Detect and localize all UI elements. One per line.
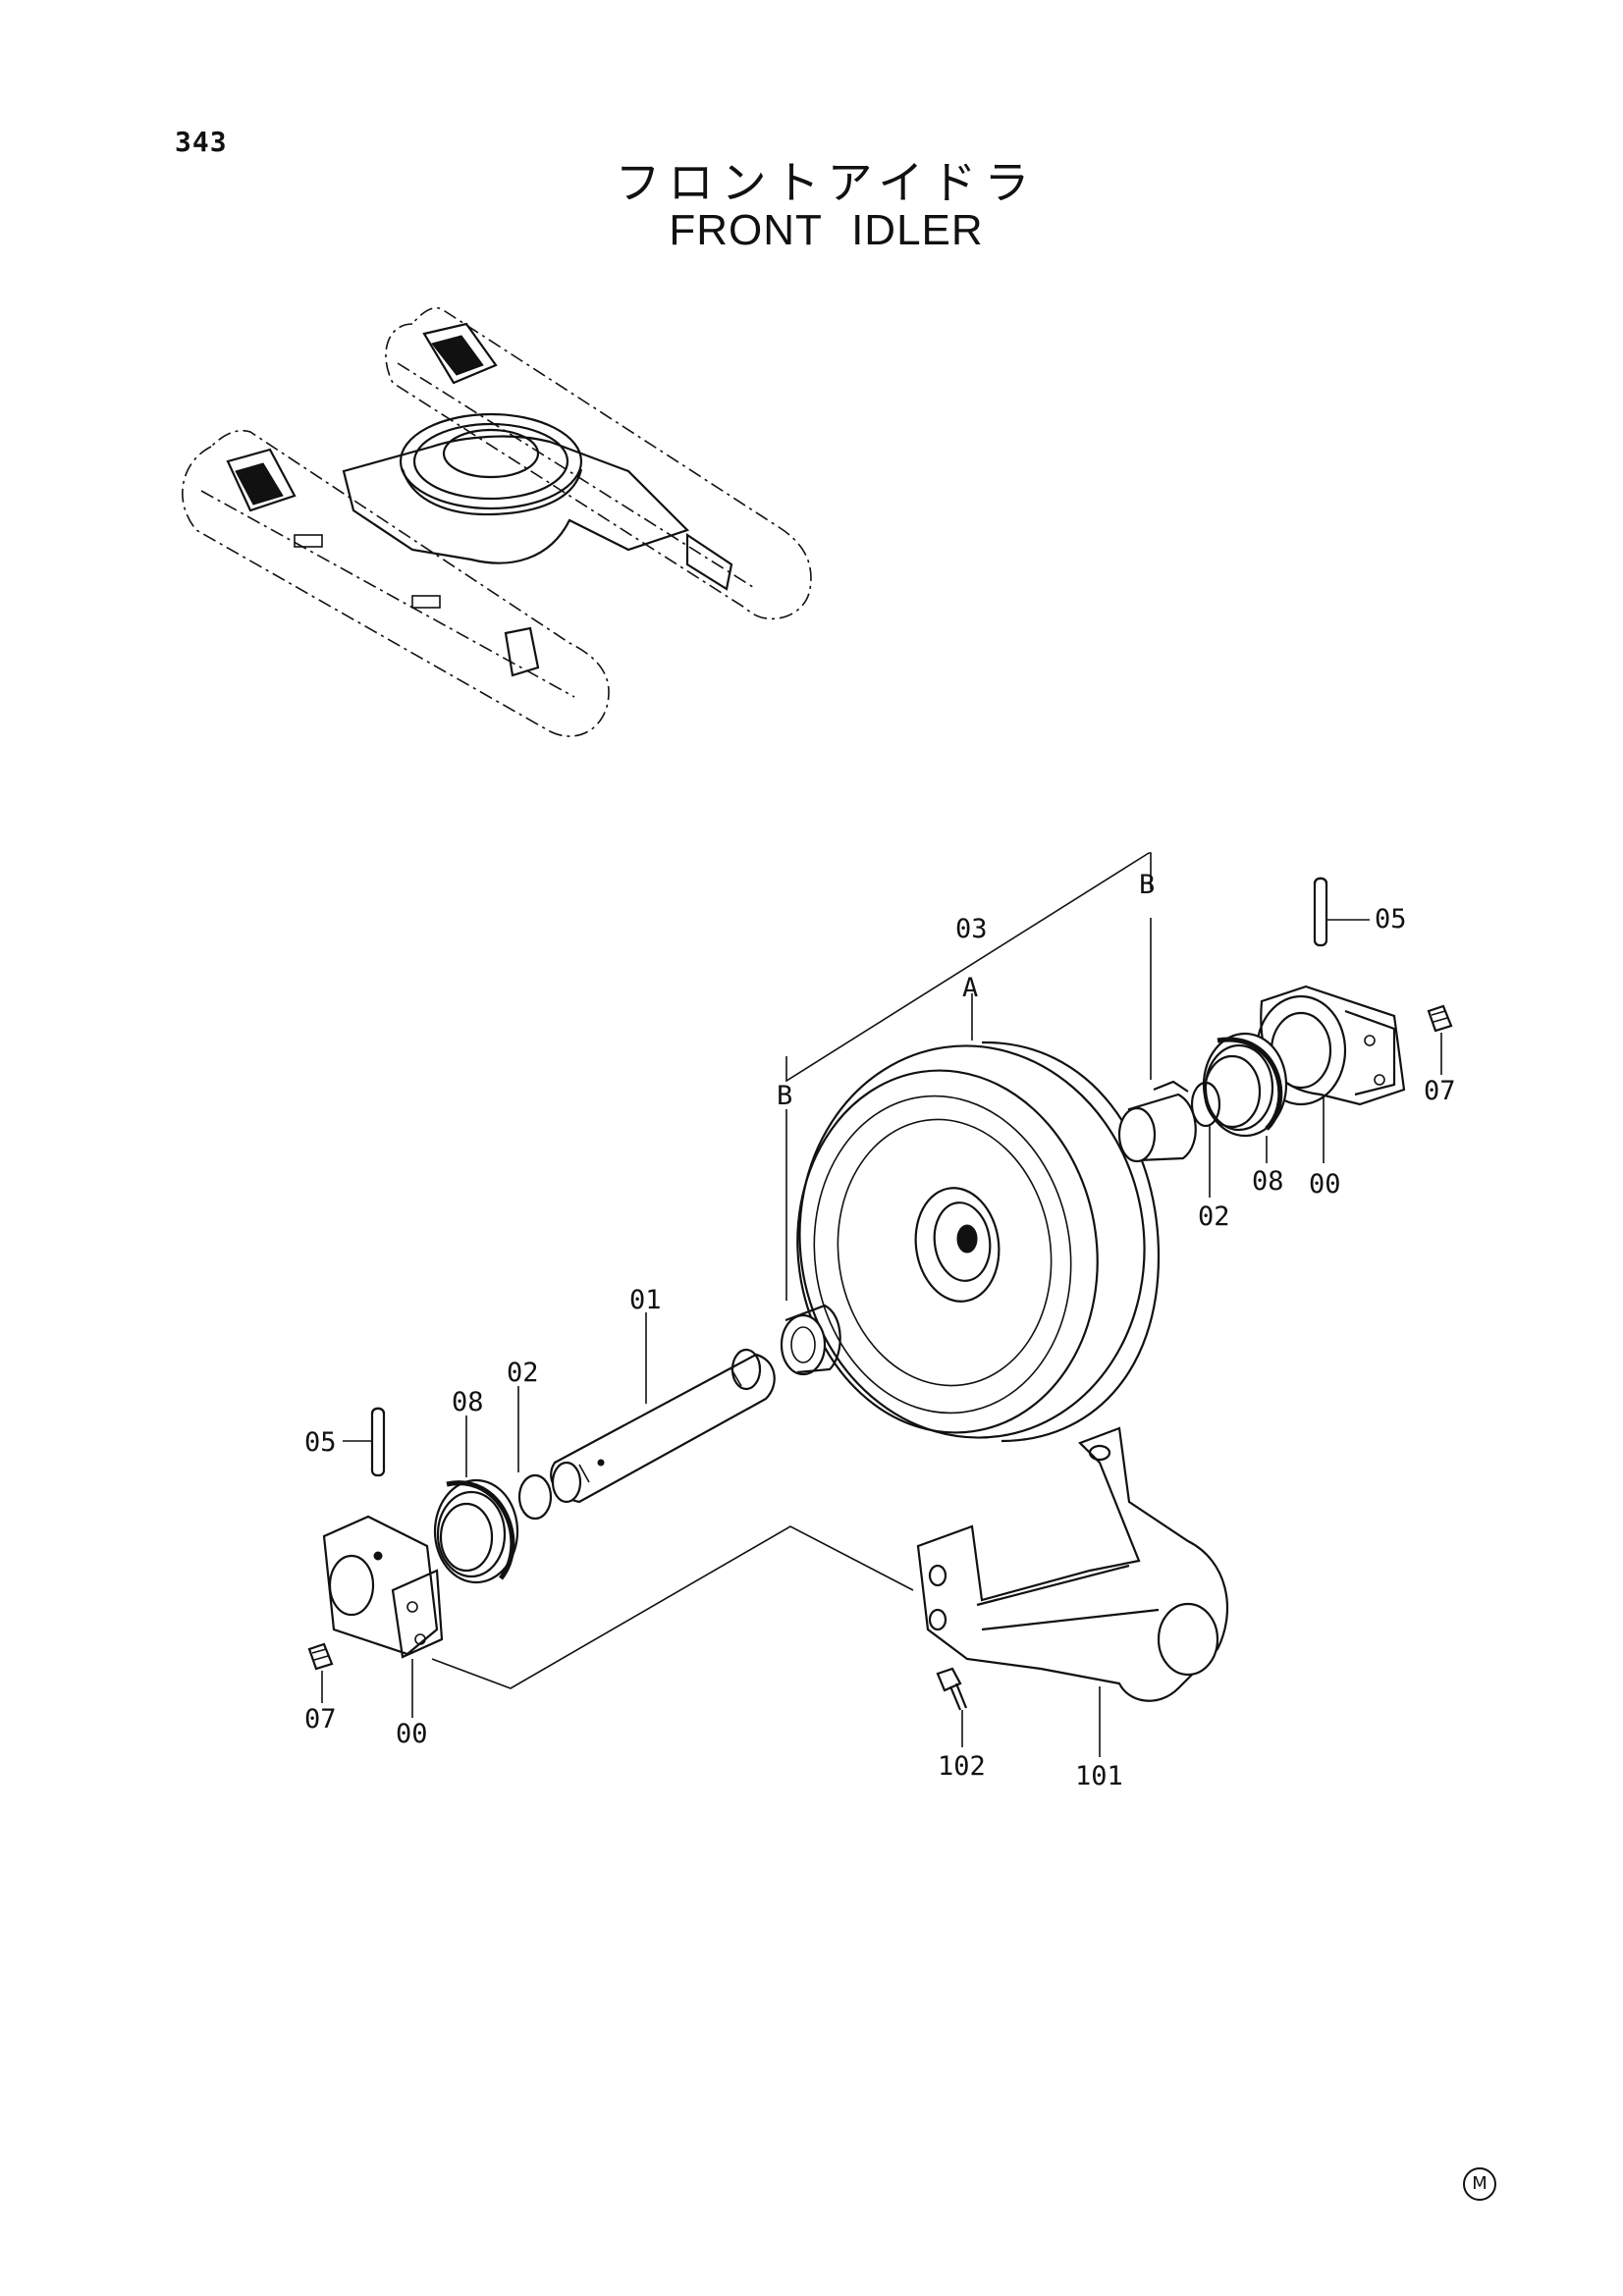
title-english: FRONT IDLER [0, 206, 1623, 255]
label-part-02-right: 02 [1198, 1201, 1230, 1232]
label-part-08-left: 08 [452, 1387, 484, 1417]
callout-labels: 03 A B B 05 07 02 08 00 01 02 08 05 07 0… [304, 870, 1456, 1791]
bushing-right [1117, 1080, 1197, 1163]
label-part-101: 101 [1075, 1761, 1123, 1791]
label-part-00-left: 00 [396, 1719, 428, 1749]
idler-yoke [916, 1426, 1229, 1702]
corner-m-mark: M [1463, 2167, 1496, 2201]
idler-shaft [550, 1348, 776, 1504]
label-part-01: 01 [629, 1285, 662, 1315]
label-part-102: 102 [938, 1751, 986, 1782]
right-pin [1313, 877, 1328, 947]
label-part-02-left: 02 [507, 1358, 539, 1388]
label-part-08-right: 08 [1252, 1166, 1284, 1197]
undercarriage-overview-illustration [182, 306, 812, 737]
leader-lines [321, 852, 1442, 1757]
yoke-bolt [936, 1667, 968, 1711]
left-bearing-housing [322, 1515, 444, 1659]
label-letter-a: A [962, 973, 978, 1003]
label-letter-b-top: B [1139, 870, 1155, 900]
label-part-07-left: 07 [304, 1704, 337, 1735]
label-part-00-right: 00 [1309, 1169, 1341, 1200]
left-o-ring [517, 1473, 553, 1521]
title-word-idler: IDLER [851, 206, 984, 254]
label-part-05-left: 05 [304, 1427, 337, 1458]
right-floating-seal [1202, 1032, 1288, 1138]
bushing-left [780, 1304, 841, 1376]
left-plug [307, 1642, 334, 1671]
label-part-07-right: 07 [1424, 1076, 1456, 1106]
left-floating-seal [433, 1478, 519, 1584]
title-word-front: FRONT [669, 206, 823, 254]
label-part-03: 03 [955, 914, 988, 944]
label-letter-b-left: B [777, 1081, 792, 1111]
left-pin [370, 1407, 386, 1477]
idler-wheel [796, 1041, 1161, 1443]
right-plug [1427, 1004, 1453, 1033]
label-part-05-right: 05 [1375, 904, 1407, 934]
page-number: 343 [175, 126, 228, 158]
title-japanese: フロントアイドラ [615, 156, 1038, 209]
right-o-ring [1190, 1081, 1221, 1128]
